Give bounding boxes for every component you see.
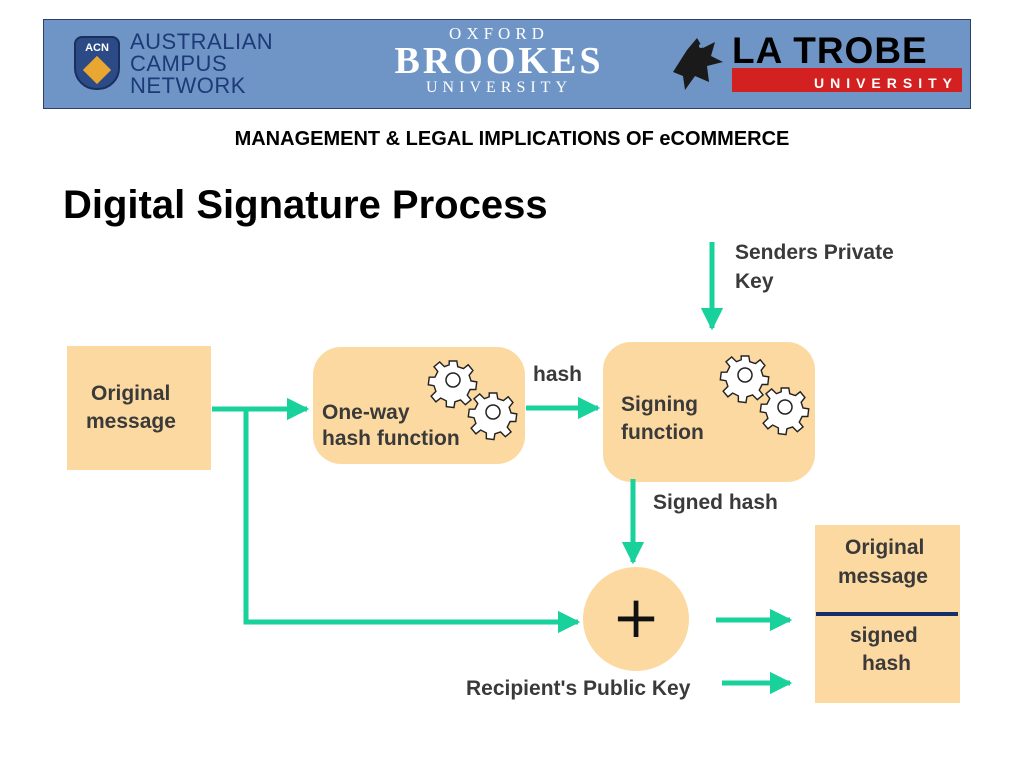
oxford-brookes-logo: OXFORD BROOKES UNIVERSITY xyxy=(359,25,639,97)
result-signed-label-2: hash xyxy=(862,652,912,675)
acn-line3: NETWORK xyxy=(130,73,246,98)
eagle-icon xyxy=(673,38,723,90)
slide-subtitle: MANAGEMENT & LEGAL IMPLICATIONS OF eCOMM… xyxy=(234,128,790,150)
result-original-label-1: Original xyxy=(845,536,925,559)
senders-private-key-label-2: Key xyxy=(735,270,774,293)
latrobe-title: LA TROBE xyxy=(732,30,928,71)
hash-function-label-1: One-way xyxy=(322,401,410,424)
hash-function-label-2: hash function xyxy=(322,427,460,450)
acn-logo-text: AUSTRALIAN CAMPUS NETWORK xyxy=(130,31,273,97)
original-message-box xyxy=(67,346,211,470)
latrobe-sub: UNIVERSITY xyxy=(732,74,962,92)
acn-shield-icon: ACN xyxy=(74,36,120,90)
recipients-public-key-label: Recipient's Public Key xyxy=(466,677,691,700)
brookes-line3: UNIVERSITY xyxy=(426,79,572,96)
brookes-line1: OXFORD xyxy=(449,24,549,43)
header-banner: ACN AUSTRALIAN CAMPUS NETWORK OXFORD BRO… xyxy=(43,19,971,109)
signed-hash-label: Signed hash xyxy=(653,491,778,514)
acn-line2: CAMPUS xyxy=(130,51,228,76)
latrobe-red-bar xyxy=(732,68,962,74)
acn-badge-text: ACN xyxy=(85,42,109,54)
signing-function-label-1: Signing xyxy=(621,393,698,416)
signing-function-label-2: function xyxy=(621,421,704,444)
acn-mark xyxy=(82,55,112,85)
plus-icon: + xyxy=(611,583,661,651)
brookes-line2: BROOKES xyxy=(394,40,604,82)
hash-label: hash xyxy=(533,363,583,386)
slide-title: Digital Signature Process xyxy=(63,183,548,227)
combine-circle xyxy=(583,567,689,671)
result-original-label-2: message xyxy=(838,565,928,588)
senders-private-key-label-1: Senders Private xyxy=(735,241,894,264)
acn-line1: AUSTRALIAN xyxy=(130,29,274,54)
original-message-label-1: Original xyxy=(91,382,171,405)
result-divider xyxy=(816,612,958,616)
result-signed-label-1: signed xyxy=(850,624,918,647)
original-message-label-2: message xyxy=(86,410,176,433)
